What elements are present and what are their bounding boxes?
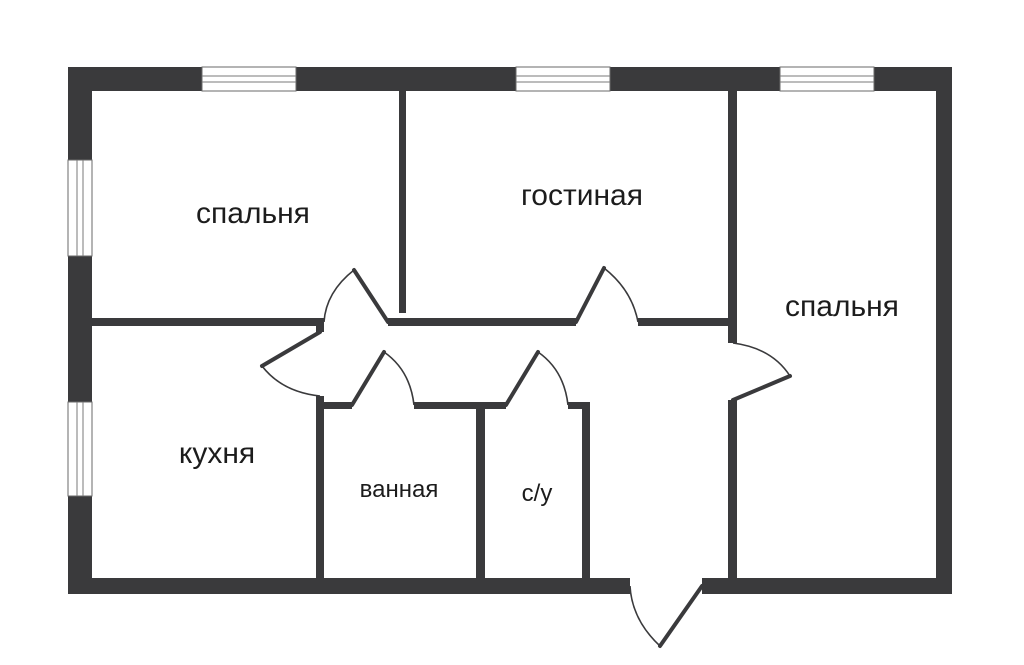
window-left-lower xyxy=(67,401,93,497)
door-bedroom-left xyxy=(323,268,390,324)
wall-living-bedroom-right-upper xyxy=(728,91,737,343)
room-label-bedroom-left: спальня xyxy=(196,197,310,230)
wall-wc-right xyxy=(582,402,590,578)
outer-wall-right xyxy=(936,67,952,594)
outer-walls xyxy=(68,67,952,594)
wall-kitchen-lower xyxy=(316,396,324,578)
doors xyxy=(260,266,792,648)
room-label-living-room: гостиная xyxy=(521,179,643,212)
window-top-right xyxy=(779,66,875,92)
outer-wall-left xyxy=(68,67,92,594)
wall-kitchen-upper xyxy=(316,318,324,332)
door-entrance xyxy=(629,584,704,648)
door-wc xyxy=(504,350,569,407)
windows xyxy=(67,66,875,497)
wall-living-bedroom-right-lower xyxy=(728,400,737,578)
room-label-bathroom: ванная xyxy=(360,476,439,503)
outer-wall-bottom-right xyxy=(702,578,952,594)
wall-bath-top-2 xyxy=(414,402,506,409)
window-left-upper xyxy=(67,159,93,257)
window-top-left xyxy=(201,66,297,92)
interior-walls xyxy=(92,91,737,578)
room-label-kitchen: кухня xyxy=(179,437,255,470)
outer-wall-bottom-left xyxy=(68,578,630,594)
door-bedroom-right xyxy=(731,342,792,402)
window-top-center xyxy=(515,66,611,92)
wall-bedroom-living xyxy=(399,91,406,313)
room-label-toilet: с/у xyxy=(522,480,553,507)
wall-bath-top-3 xyxy=(568,402,590,409)
door-bathroom xyxy=(350,350,415,407)
wall-corridor-top-3 xyxy=(638,318,730,326)
wall-bath-wc xyxy=(476,402,485,578)
wall-bath-top-1 xyxy=(316,402,352,409)
door-living-room xyxy=(574,266,639,324)
room-label-bedroom-right: спальня xyxy=(785,290,899,323)
wall-corridor-top-2 xyxy=(388,318,576,326)
wall-corridor-top-1 xyxy=(92,318,324,326)
room-labels: спальня гостиная спальня кухня ванная с/… xyxy=(179,179,899,507)
door-kitchen xyxy=(260,330,322,397)
